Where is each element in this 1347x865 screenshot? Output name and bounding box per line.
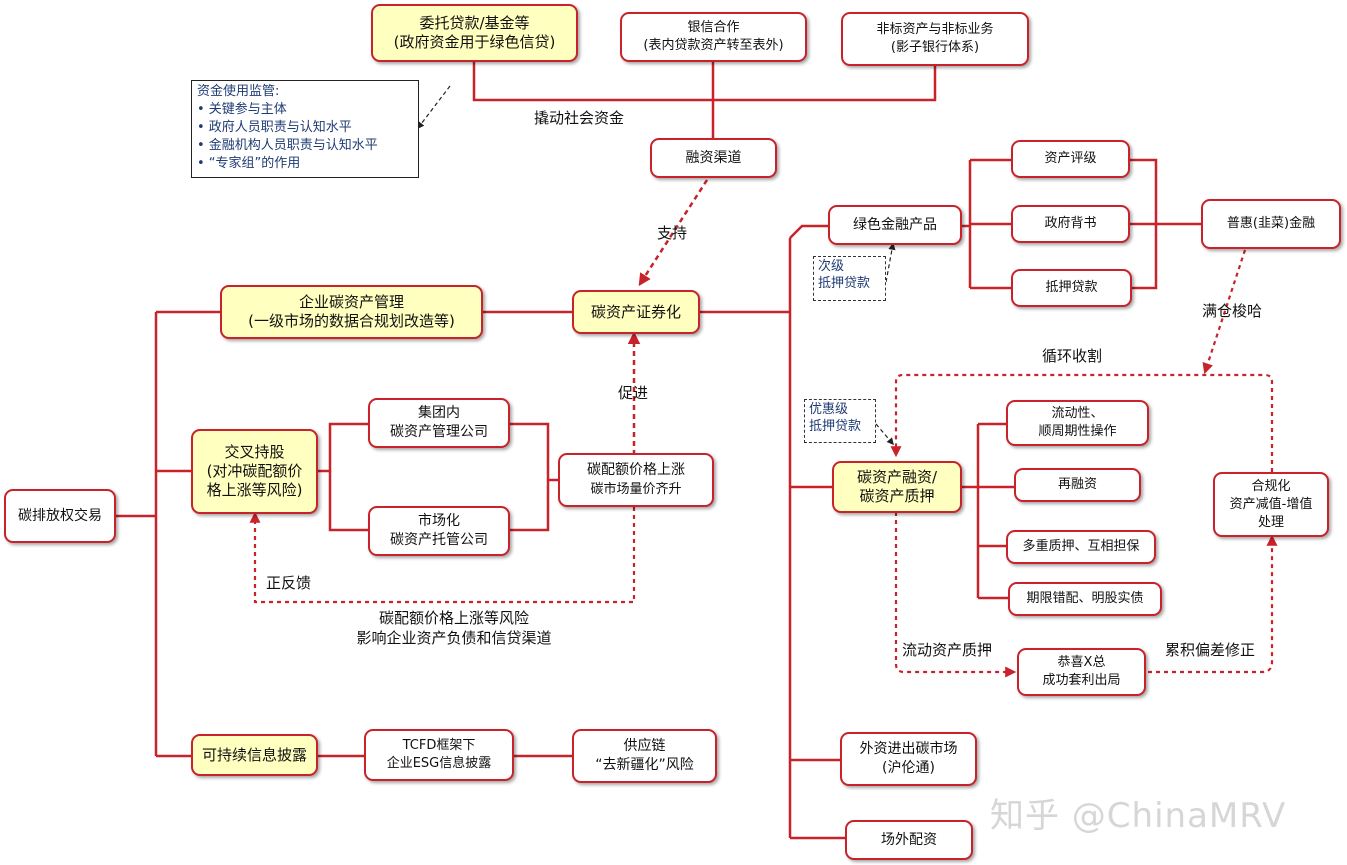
node-carbon-emission-trading[interactable]: 碳排放权交易: [4, 489, 116, 543]
supervision-item: • 政府人员职责与认知水平: [197, 120, 352, 135]
node-arbitrage-exit[interactable]: 恭喜X总 成功套利出局: [1017, 648, 1146, 696]
node-otc-margin-financing[interactable]: 场外配资: [845, 820, 973, 860]
node-cross-shareholding[interactable]: 交叉持股 (对冲碳配额价 格上涨等风险): [191, 429, 318, 514]
supervision-box: 资金使用监管: • 关键参与主体 • 政府人员职责与认知水平 • 金融机构人员职…: [191, 80, 419, 178]
supervision-item: • 金融机构人员职责与认知水平: [197, 138, 378, 153]
node-non-standard-assets[interactable]: 非标资产与非标业务 (影子银行体系): [841, 12, 1029, 66]
node-tcfd-esg-disclosure[interactable]: TCFD框架下 企业ESG信息披露: [364, 729, 514, 781]
cycle-loop-lines: [890, 249, 1278, 678]
node-government-endorsement[interactable]: 政府背书: [1011, 205, 1130, 243]
supervision-item: • 关键参与主体: [197, 102, 287, 117]
node-liquidity-procyclical[interactable]: 流动性、 顺周期性操作: [1006, 400, 1149, 446]
supervision-item: • “专家组”的作用: [197, 156, 301, 171]
node-enterprise-carbon-asset-management[interactable]: 企业碳资产管理 (一级市场的数据合规划改造等): [220, 285, 483, 339]
node-entrusted-loans[interactable]: 委托贷款/基金等 (政府资金用于绿色信贷): [371, 4, 578, 62]
node-green-finance-products[interactable]: 绿色金融产品: [828, 205, 962, 245]
node-asset-rating[interactable]: 资产评级: [1011, 140, 1130, 178]
node-foreign-capital[interactable]: 外资进出碳市场 (沪伦通): [840, 732, 977, 786]
label-current-asset-pledge: 流动资产质押: [902, 641, 993, 659]
node-financing-channel[interactable]: 融资渠道: [650, 138, 777, 178]
watermark: 知乎 @ChinaMRV: [990, 796, 1287, 836]
supervision-title: 资金使用监管:: [197, 84, 280, 99]
right-trunk-lines: [700, 158, 1201, 840]
node-multiple-pledges[interactable]: 多重质押、互相担保: [1006, 530, 1156, 564]
label-all-in: 满仓梭哈: [1202, 302, 1263, 320]
node-inclusive-finance[interactable]: 普惠(韭菜)金融: [1201, 199, 1341, 249]
node-refinancing[interactable]: 再融资: [1014, 468, 1141, 502]
node-bank-trust-cooperation[interactable]: 银信合作 (表内贷款资产转至表外): [620, 12, 807, 62]
node-group-carbon-management-company[interactable]: 集团内 碳资产管理公司: [368, 398, 510, 448]
node-mortgage-loans[interactable]: 抵押贷款: [1011, 269, 1132, 307]
node-supply-chain-risk[interactable]: 供应链 “去新疆化”风险: [572, 729, 717, 783]
node-sustainability-disclosure[interactable]: 可持续信息披露: [191, 734, 318, 776]
label-support: 支持: [657, 224, 688, 242]
funding-tree-lines: [472, 62, 937, 138]
main-left-tree-lines: [116, 310, 572, 758]
supervision-pointer: [417, 85, 451, 130]
label-accumulated-deviation-correction: 累积偏差修正: [1165, 641, 1256, 659]
node-maturity-mismatch[interactable]: 期限错配、明股实债: [1008, 582, 1162, 616]
node-carbon-asset-securitization[interactable]: 碳资产证券化: [572, 290, 700, 334]
label-price-risk: 碳配额价格上涨等风险 影响企业资产负债和信贷渠道: [356, 609, 552, 647]
label-leverage-social-funds: 撬动社会资金: [534, 109, 625, 127]
note-subprime-mortgage: 次级 抵押贷款: [813, 256, 886, 301]
label-positive-feedback: 正反馈: [266, 574, 312, 592]
label-promote: 促进: [618, 384, 649, 402]
node-market-carbon-custody-company[interactable]: 市场化 碳资产托管公司: [368, 506, 510, 556]
support-arrow: [638, 179, 709, 287]
note-preferential-mortgage: 优惠级 抵押贷款: [804, 399, 876, 443]
note-pointers: [875, 242, 896, 446]
node-compliance-processing[interactable]: 合规化 资产减值-增值 处理: [1213, 472, 1329, 537]
label-cyclic-harvest: 循环收割: [1042, 347, 1103, 365]
node-carbon-price-rise[interactable]: 碳配额价格上涨 碳市场量价齐升: [558, 453, 714, 507]
node-carbon-asset-financing-pledge[interactable]: 碳资产融资/ 碳资产质押: [832, 461, 962, 513]
